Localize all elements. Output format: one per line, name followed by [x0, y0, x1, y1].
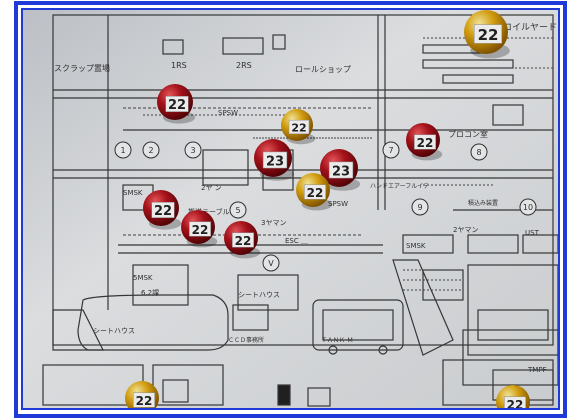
push-pin-red: 22 — [157, 84, 196, 124]
pin-number-tag — [504, 396, 526, 408]
circle-marker: 2 — [142, 141, 160, 159]
push-pin-red: 23 — [254, 139, 295, 181]
pin-number-tag — [414, 134, 436, 150]
pin-number-tag — [474, 24, 502, 44]
pin-number-tag — [304, 184, 326, 200]
label-table: 搬送テーブル — [188, 207, 230, 216]
push-pin-red: 22 — [143, 190, 182, 230]
label-bottom-left: 5MSK — [133, 274, 153, 282]
circle-marker: 8 — [470, 143, 488, 161]
label-bottom-left2: 6.2課 — [141, 288, 159, 297]
pin-number-tag — [151, 202, 175, 218]
pin-number: 22 — [307, 186, 324, 200]
push-pin-red: 22 — [224, 221, 261, 259]
label-storage-device: 積込み装置 — [468, 199, 498, 207]
circle-marker: 10 — [519, 198, 537, 216]
label-two-yard: 2ヤ ン — [201, 184, 222, 192]
pin-number: 22 — [507, 398, 524, 408]
outer-blue-border — [14, 1, 567, 418]
label-scrap-yard: スクラップ置場 — [54, 63, 110, 73]
label-spsw-mid: SPSW — [328, 200, 348, 208]
label-2rs: 2RS — [236, 61, 252, 70]
pin-number: 22 — [136, 394, 153, 408]
label-three-yard: 3ヤマン — [261, 219, 286, 227]
label-tank: ＴＡＮＫ-Ｍ — [321, 337, 353, 344]
label-frame: ハンドエアーフルイテ — [370, 183, 429, 190]
circle-marker: 1 — [114, 141, 132, 159]
circle-marker: 5 — [229, 201, 247, 219]
circle-marker-label: 1 — [120, 146, 125, 155]
push-pin-yellow: 22 — [464, 10, 510, 59]
push-pin-yellow: 22 — [125, 381, 159, 408]
pin-number: 23 — [332, 164, 350, 179]
pin-number-tag — [288, 119, 310, 135]
pin-number: 22 — [417, 136, 434, 150]
pin-number-tag — [328, 161, 354, 179]
pin-number: 22 — [291, 121, 306, 134]
factory-map-drawing: スクラップ置場 1RS 2RS ロールショップ コイルヤード SPSW SPSW… — [23, 10, 558, 408]
label-roll-shop: ロールショップ — [295, 65, 351, 74]
label-plocon: プロコン室 — [448, 129, 488, 139]
push-pin-yellow: 22 — [281, 109, 316, 145]
push-pin-red: 22 — [406, 123, 443, 161]
label-sheet-house: シートハウス — [238, 291, 280, 299]
pin-number: 22 — [235, 234, 252, 248]
circle-marker-label: 5 — [235, 206, 240, 215]
pin-number: 22 — [168, 98, 186, 113]
label-smsk: SMSK — [123, 189, 143, 197]
label-sheet-house2: シートハウス — [93, 327, 135, 335]
push-pin-red: 22 — [181, 210, 218, 248]
pin-number-tag — [262, 151, 288, 169]
circle-marker-label: 7 — [388, 146, 393, 155]
label-1rs: 1RS — [171, 61, 187, 70]
label-lower-text: ＣＣＤ事務所 — [228, 336, 264, 344]
lighting-overlay — [23, 10, 558, 408]
circle-marker-label: V — [268, 259, 274, 268]
pin-number: 22 — [154, 204, 172, 219]
label-spsw-top: SPSW — [218, 109, 238, 117]
map-text: スクラップ置場 1RS 2RS ロールショップ コイルヤード SPSW SPSW… — [54, 23, 557, 374]
pin-number: 23 — [266, 154, 284, 169]
circle-marker-label: 2 — [148, 146, 153, 155]
circle-marker-label: 9 — [417, 203, 422, 212]
label-esc: ESC ＿ — [285, 237, 308, 245]
pin-number: 22 — [478, 26, 499, 44]
map-paper — [23, 10, 558, 408]
pin-number-tag — [165, 96, 189, 112]
label-coil-yard: コイルヤード — [503, 23, 557, 33]
circle-marker: 3 — [184, 141, 202, 159]
push-pin-yellow: 22 — [296, 173, 333, 211]
pin-number-tag — [232, 232, 254, 248]
pin-number-tag — [133, 392, 155, 408]
label-tmpf: TMPF — [527, 366, 547, 374]
push-pin-red: 23 — [320, 149, 361, 191]
label-two-yan: 2ヤマン — [453, 226, 478, 234]
circle-marker: 7 — [382, 141, 400, 159]
pin-number: 22 — [192, 223, 209, 237]
map-photo: スクラップ置場 1RS 2RS ロールショップ コイルヤード SPSW SPSW… — [21, 8, 560, 410]
circle-marker-label: 8 — [476, 148, 481, 157]
circle-marker-label: 3 — [190, 146, 195, 155]
label-ust: UST — [525, 229, 540, 237]
circle-marker: V — [262, 254, 280, 272]
label-smsk-lower: SMSK — [406, 242, 426, 250]
circle-marker-label: 10 — [523, 203, 533, 212]
push-pin-yellow: 22 — [496, 385, 530, 408]
pin-number-tag — [189, 221, 211, 237]
circle-marker: 9 — [411, 198, 429, 216]
